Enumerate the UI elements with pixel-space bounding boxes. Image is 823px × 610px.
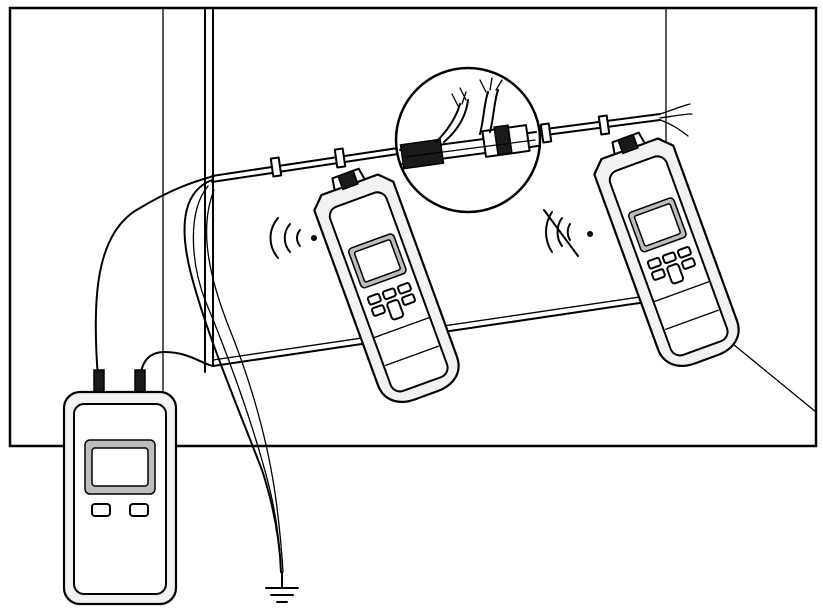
transmitter-left-button [91,503,111,517]
cable-clip [269,156,283,178]
transmitter-device [62,369,178,606]
cable-clip [333,147,347,169]
cable-clip [539,122,553,144]
surface-cable [211,103,693,183]
signal-waves-icon [269,217,317,259]
cable-clip [597,114,611,136]
receiver-screen [348,233,407,289]
ground-symbol-icon [265,571,299,603]
receiver-keypad [646,246,696,285]
receiver-device-left [313,167,460,403]
transmitter-right-button [129,503,149,517]
transmitter-screen [84,439,156,495]
receiver-probe-tip [331,167,366,192]
receiver-keypad [366,282,416,321]
cable-detail-magnifier [394,66,542,214]
receiver-device-right [593,131,740,367]
transmitter-leads [94,175,284,573]
no-signal-icon [543,209,593,257]
receiver-screen [628,197,687,253]
receiver-probe-tip [611,131,646,156]
